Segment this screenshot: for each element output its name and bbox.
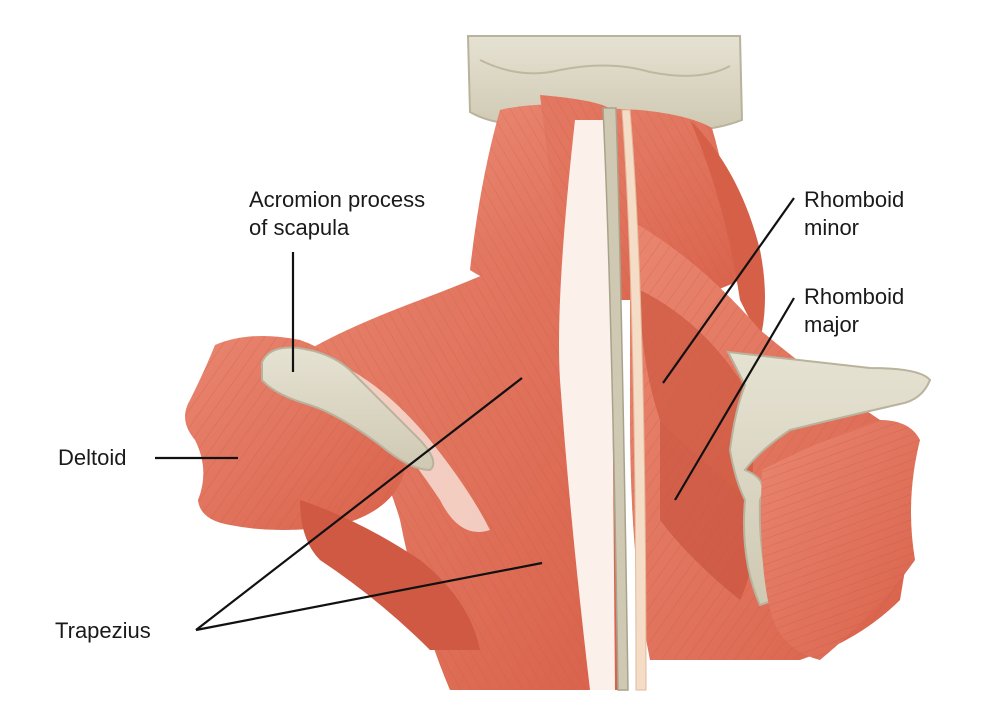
acromion-label-line2: of scapula [249, 215, 350, 240]
rhomboid-major-label: Rhomboid major [804, 283, 904, 339]
rhomboid-minor-label-line1: Rhomboid [804, 187, 905, 212]
rhomboid-major-label-line1: Rhomboid [804, 284, 905, 309]
leader-lines [155, 197, 795, 632]
rhomboid-minor-leader [662, 197, 795, 384]
rhomboid-minor-label: Rhomboid minor [804, 186, 904, 242]
acromion-label-line1: Acromion process [249, 187, 426, 212]
scapula-right [726, 350, 932, 660]
trapezius-leader-lower [195, 561, 543, 632]
spinal-column [602, 107, 647, 691]
trapezius-label: Trapezius [55, 618, 151, 643]
acromion-label: Acromion process of scapula [249, 186, 425, 242]
rhomboid-major-leader [674, 297, 795, 501]
rhomboid-major-label-line2: major [804, 312, 860, 337]
trapezius-leader-upper [195, 377, 523, 631]
deltoid-label: Deltoid [58, 445, 127, 470]
acromion-process [261, 346, 435, 472]
rhomboid-minor-label-line2: minor [804, 215, 860, 240]
